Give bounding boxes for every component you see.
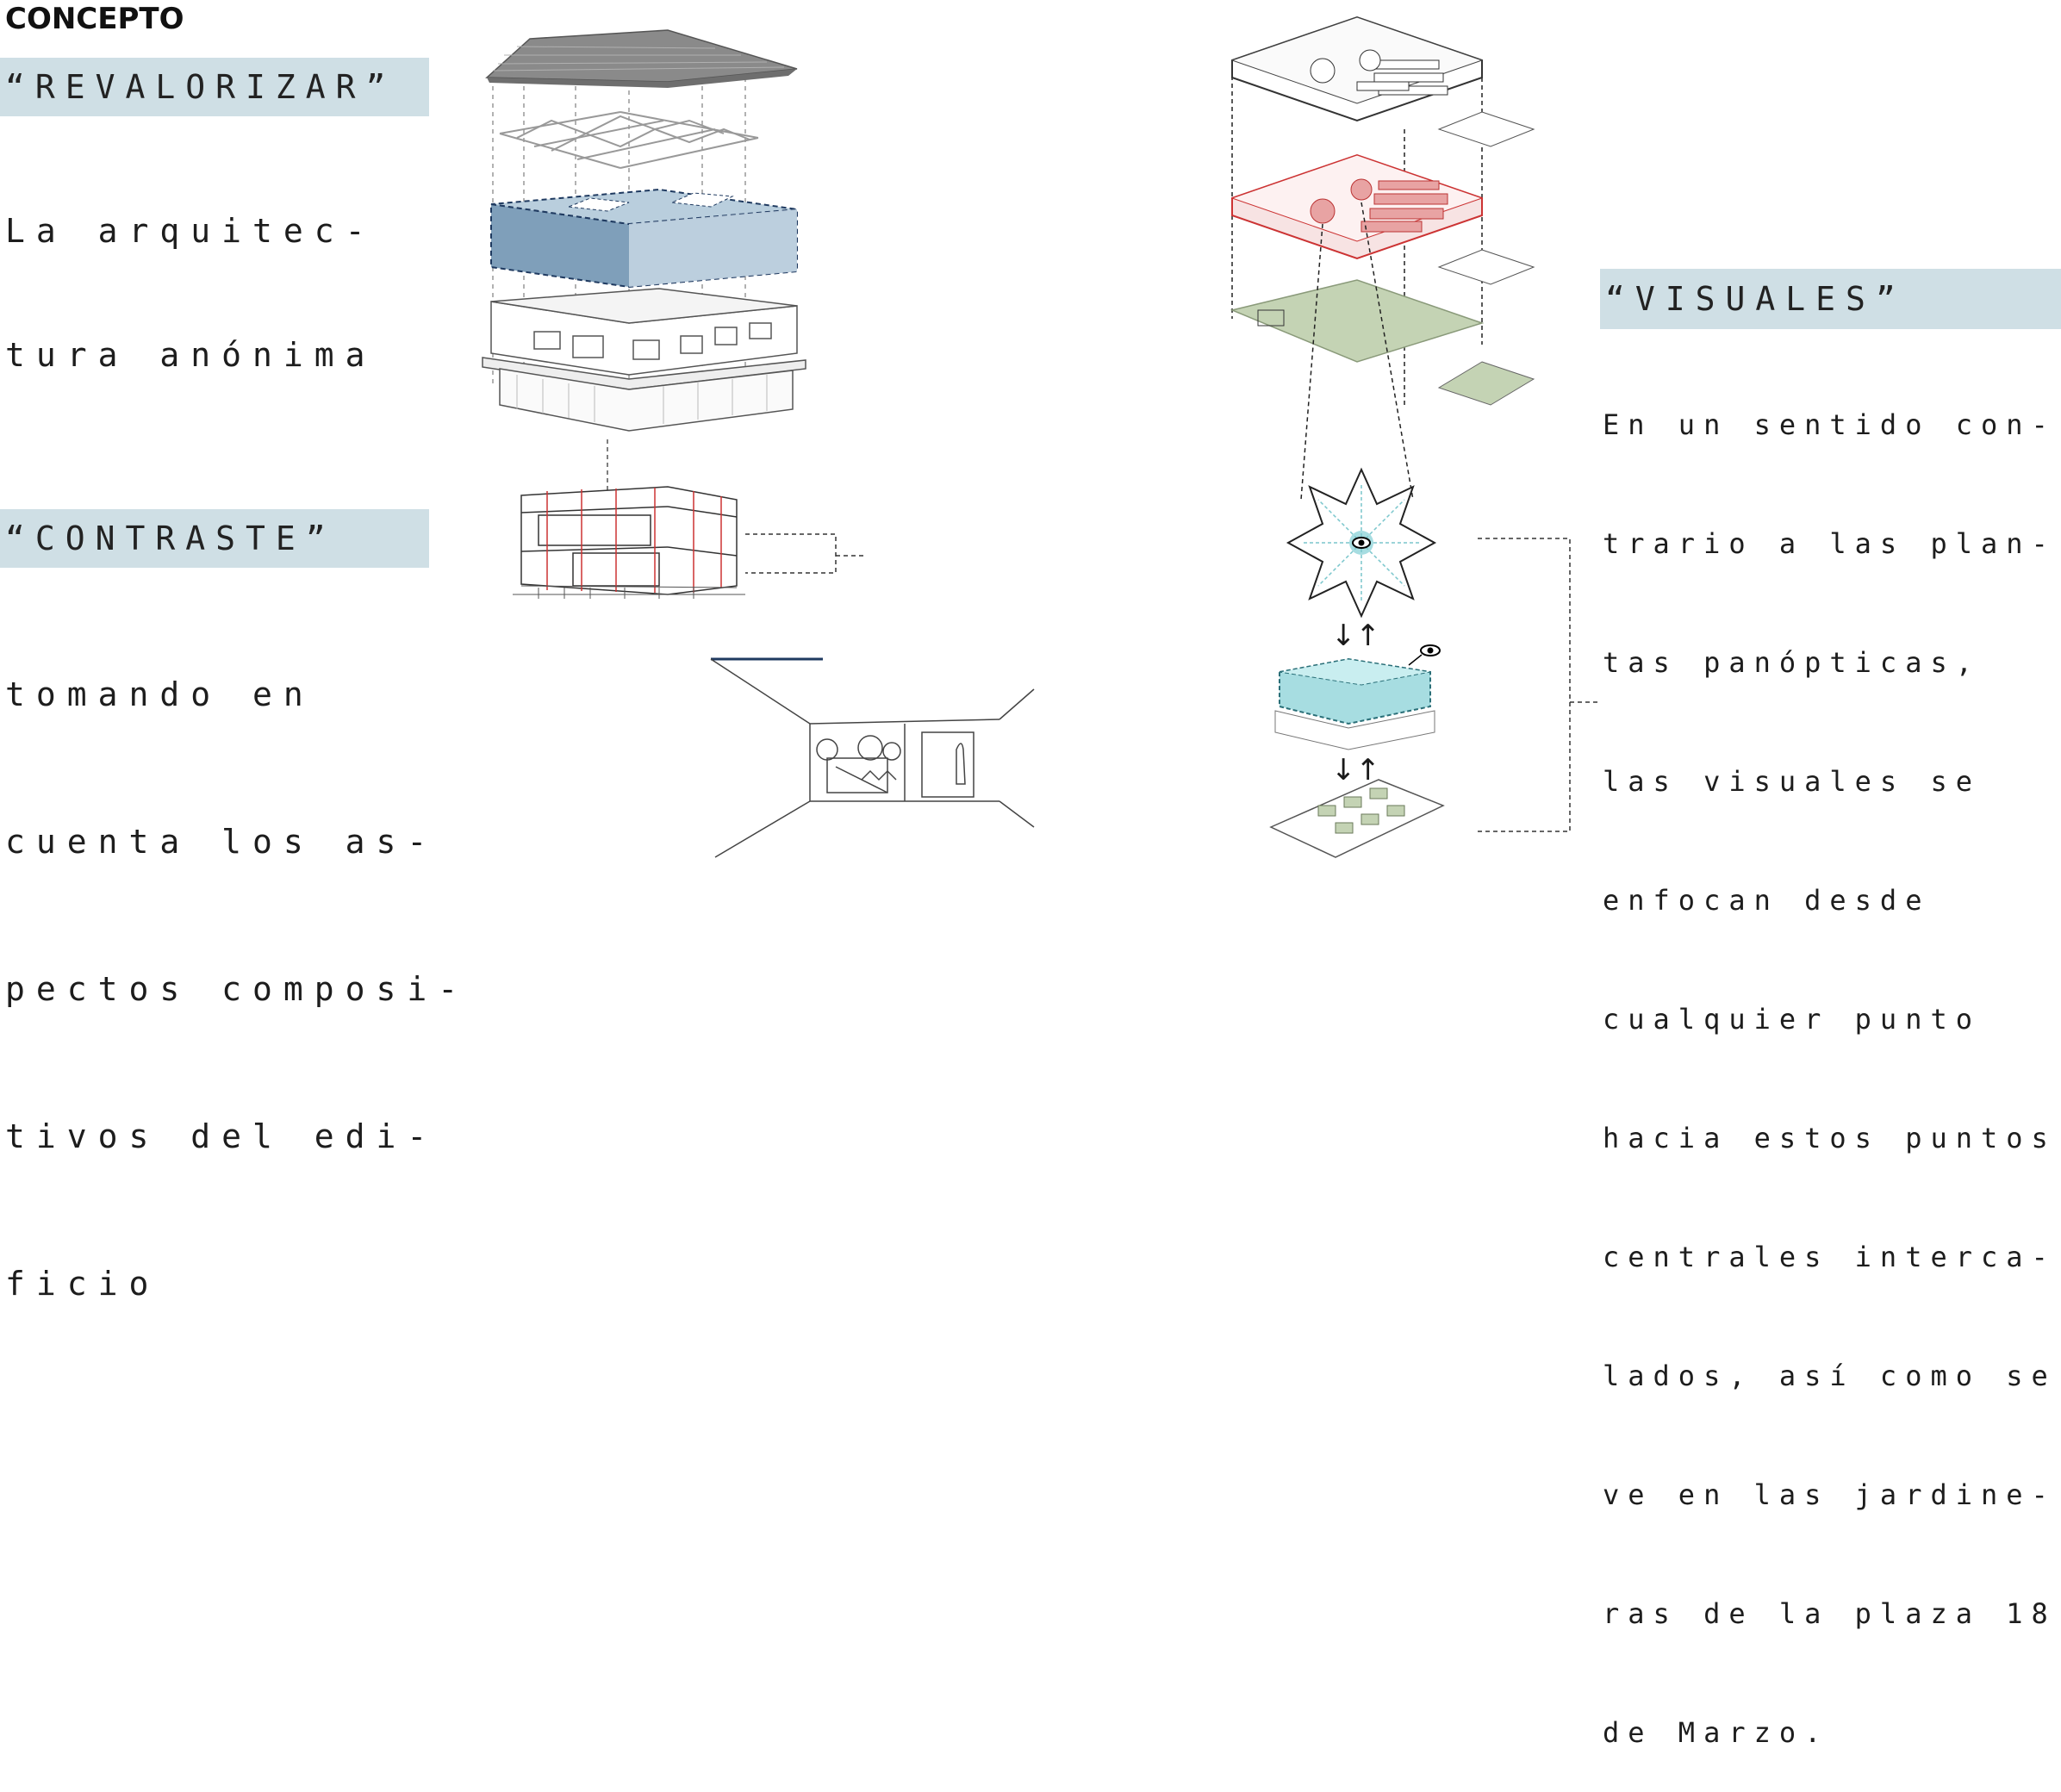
sketch-building — [521, 487, 737, 594]
interior-perspective-sketch — [707, 655, 1034, 862]
text-line: de Marzo. — [1603, 1713, 2057, 1752]
roof-layer — [487, 30, 797, 88]
concept-text-visuales: En un sentido con- trario a las plan- ta… — [1603, 326, 2057, 1792]
text-line: las visuales se — [1603, 762, 2057, 801]
text-line: tomando en — [5, 670, 469, 719]
text-line: ve en las jardine- — [1603, 1475, 2057, 1515]
text-line: ras de la plaza 18 — [1603, 1594, 2057, 1633]
highlighted-volume — [491, 190, 797, 287]
floor-plan-upper — [1232, 17, 1534, 146]
cyan-volume-diagram — [1267, 638, 1456, 758]
text-line: cualquier punto — [1603, 999, 2057, 1039]
text-line: La arquitec- — [5, 210, 377, 252]
text-line: tas panópticas, — [1603, 643, 2057, 682]
page-title: CONCEPTO — [5, 2, 184, 36]
concept-text-revalorizar: La arquitec- tura anónima — [5, 128, 377, 417]
concept-tag-contraste: “CONTRASTE” — [0, 509, 429, 568]
concept-text-contraste: tomando en cuenta los as- pectos composi… — [5, 572, 469, 1358]
visuals-bracket — [1473, 534, 1603, 836]
building-perspective-sketch — [495, 439, 866, 629]
text-line: cuenta los as- — [5, 818, 469, 867]
concept-tag-visuales: “VISUALES” — [1600, 269, 2061, 329]
text-line: centrales interca- — [1603, 1237, 2057, 1277]
eye-icon — [1353, 538, 1370, 548]
existing-building-layer — [483, 289, 806, 431]
text-line: tivos del edi- — [5, 1112, 469, 1161]
text-line: pectos composi- — [5, 965, 469, 1014]
floor-plan-ground — [1232, 280, 1534, 405]
text-line: enfocan desde — [1603, 880, 2057, 920]
garden-plan-small — [1267, 775, 1456, 870]
text-line: En un sentido con- — [1603, 405, 2057, 445]
text-line: ficio — [5, 1260, 469, 1309]
text-line: lados, así como se — [1603, 1356, 2057, 1396]
text-line: hacia estos puntos — [1603, 1118, 2057, 1158]
text-line: tura anónima — [5, 334, 377, 376]
floor-plan-middle — [1232, 155, 1534, 284]
text-line: trario a las plan- — [1603, 524, 2057, 563]
exploded-plans-diagram — [1224, 9, 1551, 457]
visual-focus-star — [1284, 465, 1439, 620]
eye-icon — [1421, 645, 1440, 656]
concept-tag-revalorizar: “REVALORIZAR” — [0, 58, 429, 116]
exploded-axonometric-diagram — [465, 26, 827, 457]
